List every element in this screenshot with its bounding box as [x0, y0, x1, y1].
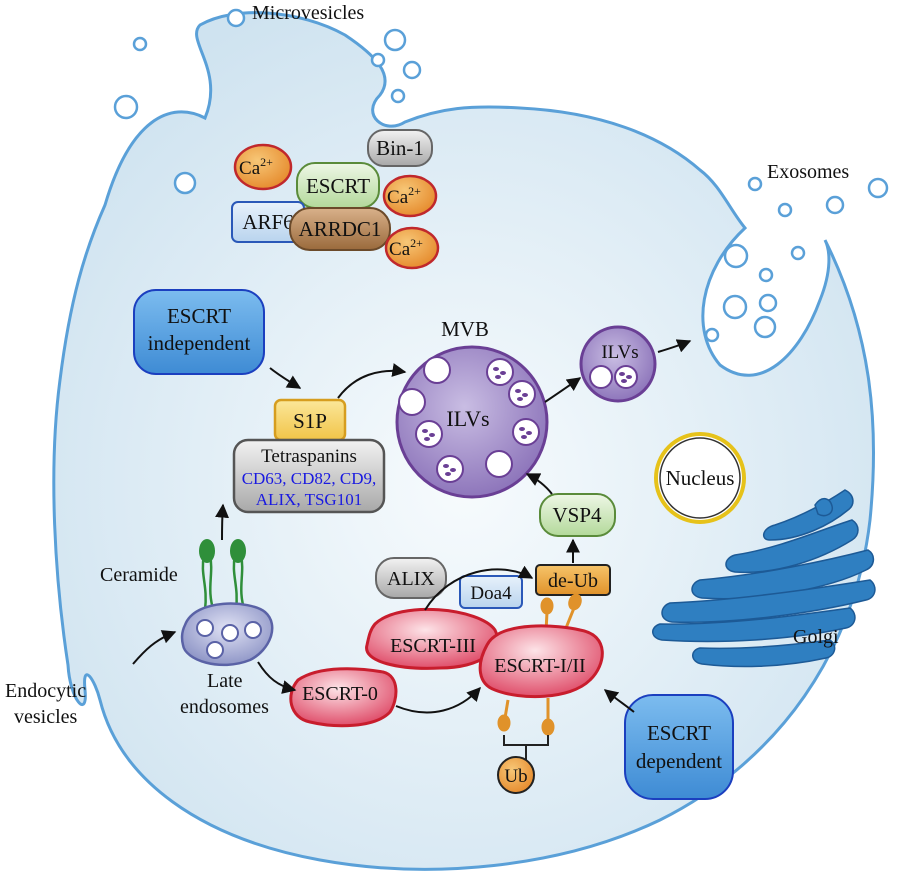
- exosomes-group: [704, 176, 889, 343]
- ilvs-vesicle: ILVs: [579, 325, 657, 403]
- arrow-s1p-to-mvb: [337, 363, 407, 399]
- late-endosome: [180, 602, 274, 667]
- svg-text:Nucleus: Nucleus: [666, 466, 735, 490]
- exosomes-label: Exosomes: [767, 161, 849, 183]
- tetraspanins-box: Tetraspanins CD63, CD82, CD9, ALIX, TSG1…: [232, 438, 386, 514]
- endocytic-label-2: vesicles: [14, 706, 78, 728]
- ub-badge: Ub: [497, 756, 535, 794]
- svg-text:ALIX: ALIX: [387, 568, 435, 590]
- ceramide-label: Ceramide: [100, 564, 178, 586]
- microvesicles-label: Microvesicles: [252, 2, 364, 24]
- golgi-label: Golgi: [793, 626, 839, 648]
- svg-text:ESCRT: ESCRT: [647, 721, 711, 745]
- arrow-dependent-to-escrti-ii: [603, 689, 635, 713]
- mvb-organelle: ILVs: [395, 345, 549, 499]
- arrow-late-to-ceramide: [215, 503, 230, 541]
- arrow-late-to-escrt0: [257, 661, 297, 694]
- alix-box: ALIX: [375, 557, 447, 599]
- escrt-i-ii-blob: ESCRT-I/II: [478, 624, 604, 698]
- endocytic-label-1: Endocytic: [5, 680, 86, 702]
- microvesicles-group: [113, 8, 422, 195]
- svg-text:S1P: S1P: [293, 409, 327, 433]
- escrt-0-blob: ESCRT-0: [289, 667, 398, 728]
- svg-text:Doa4: Doa4: [470, 583, 512, 604]
- escrt-iii-blob: ESCRT-III: [365, 607, 499, 670]
- doa4-box: Doa4: [459, 575, 523, 609]
- svg-text:dependent: dependent: [636, 749, 722, 773]
- golgi-apparatus: [652, 489, 876, 668]
- small-ilvs-label: ILVs: [601, 342, 638, 363]
- pathway-arrows: [132, 339, 692, 714]
- arrow-mvb-to-ilvs: [544, 377, 582, 403]
- mvb-ilvs-label: ILVs: [446, 406, 489, 431]
- svg-text:Ca2+: Ca2+: [389, 236, 423, 260]
- arrow-independent-to-s1p: [269, 367, 302, 389]
- de-ub-box: de-Ub: [535, 564, 611, 596]
- svg-text:VSP4: VSP4: [552, 503, 602, 527]
- arrow-escrtiii-to-deub: [424, 565, 534, 611]
- s1p-box: S1P: [273, 398, 347, 442]
- svg-text:ESCRT-0: ESCRT-0: [302, 683, 378, 705]
- arf6-label: ARF6: [242, 210, 293, 234]
- membrane-protein-complex: Bin-1 ESCRT ARF6 ARRDC1 Ca2+ Ca2+ Ca2+: [231, 129, 440, 270]
- arrow-endocytic-to-late: [132, 630, 177, 665]
- late-endosomes-label-1: Late: [207, 670, 243, 692]
- ub-bracket: [503, 735, 549, 760]
- late-endosomes-label-2: endosomes: [180, 696, 269, 718]
- vsp4-box: VSP4: [539, 493, 616, 537]
- calcium-ion-3: Ca2+: [384, 226, 440, 270]
- svg-text:CD63, CD82, CD9,: CD63, CD82, CD9,: [242, 469, 377, 488]
- svg-text:ESCRT-I/II: ESCRT-I/II: [494, 655, 585, 677]
- svg-text:de-Ub: de-Ub: [548, 570, 598, 592]
- svg-text:ALIX, TSG101: ALIX, TSG101: [256, 490, 362, 509]
- svg-text:Ca2+: Ca2+: [387, 184, 421, 208]
- svg-text:Ca2+: Ca2+: [239, 155, 273, 179]
- svg-text:Ub: Ub: [504, 766, 527, 787]
- bin1-label: Bin-1: [376, 136, 424, 160]
- arrow-ilvs-to-exosomes: [657, 339, 692, 353]
- mvb-label: MVB: [441, 317, 489, 341]
- svg-text:ESCRT: ESCRT: [167, 304, 231, 328]
- escrt-membrane-label: ESCRT: [306, 174, 370, 198]
- arrow-vsp4-to-mvb: [525, 473, 553, 495]
- arrdc1-label: ARRDC1: [299, 217, 382, 241]
- escrt-independent-box: ESCRT independent: [133, 289, 265, 375]
- arrow-escrt0-to-escrti-ii: [395, 686, 481, 714]
- svg-text:ESCRT-III: ESCRT-III: [390, 635, 476, 657]
- nucleus: Nucleus: [654, 432, 746, 524]
- ubiquitin-lollipops-bottom: [497, 698, 555, 736]
- calcium-ion-2: Ca2+: [382, 174, 438, 218]
- svg-text:Tetraspanins: Tetraspanins: [261, 446, 357, 467]
- svg-text:independent: independent: [148, 331, 251, 355]
- calcium-ion-1: Ca2+: [233, 143, 293, 191]
- escrt-dependent-box: ESCRT dependent: [624, 694, 734, 800]
